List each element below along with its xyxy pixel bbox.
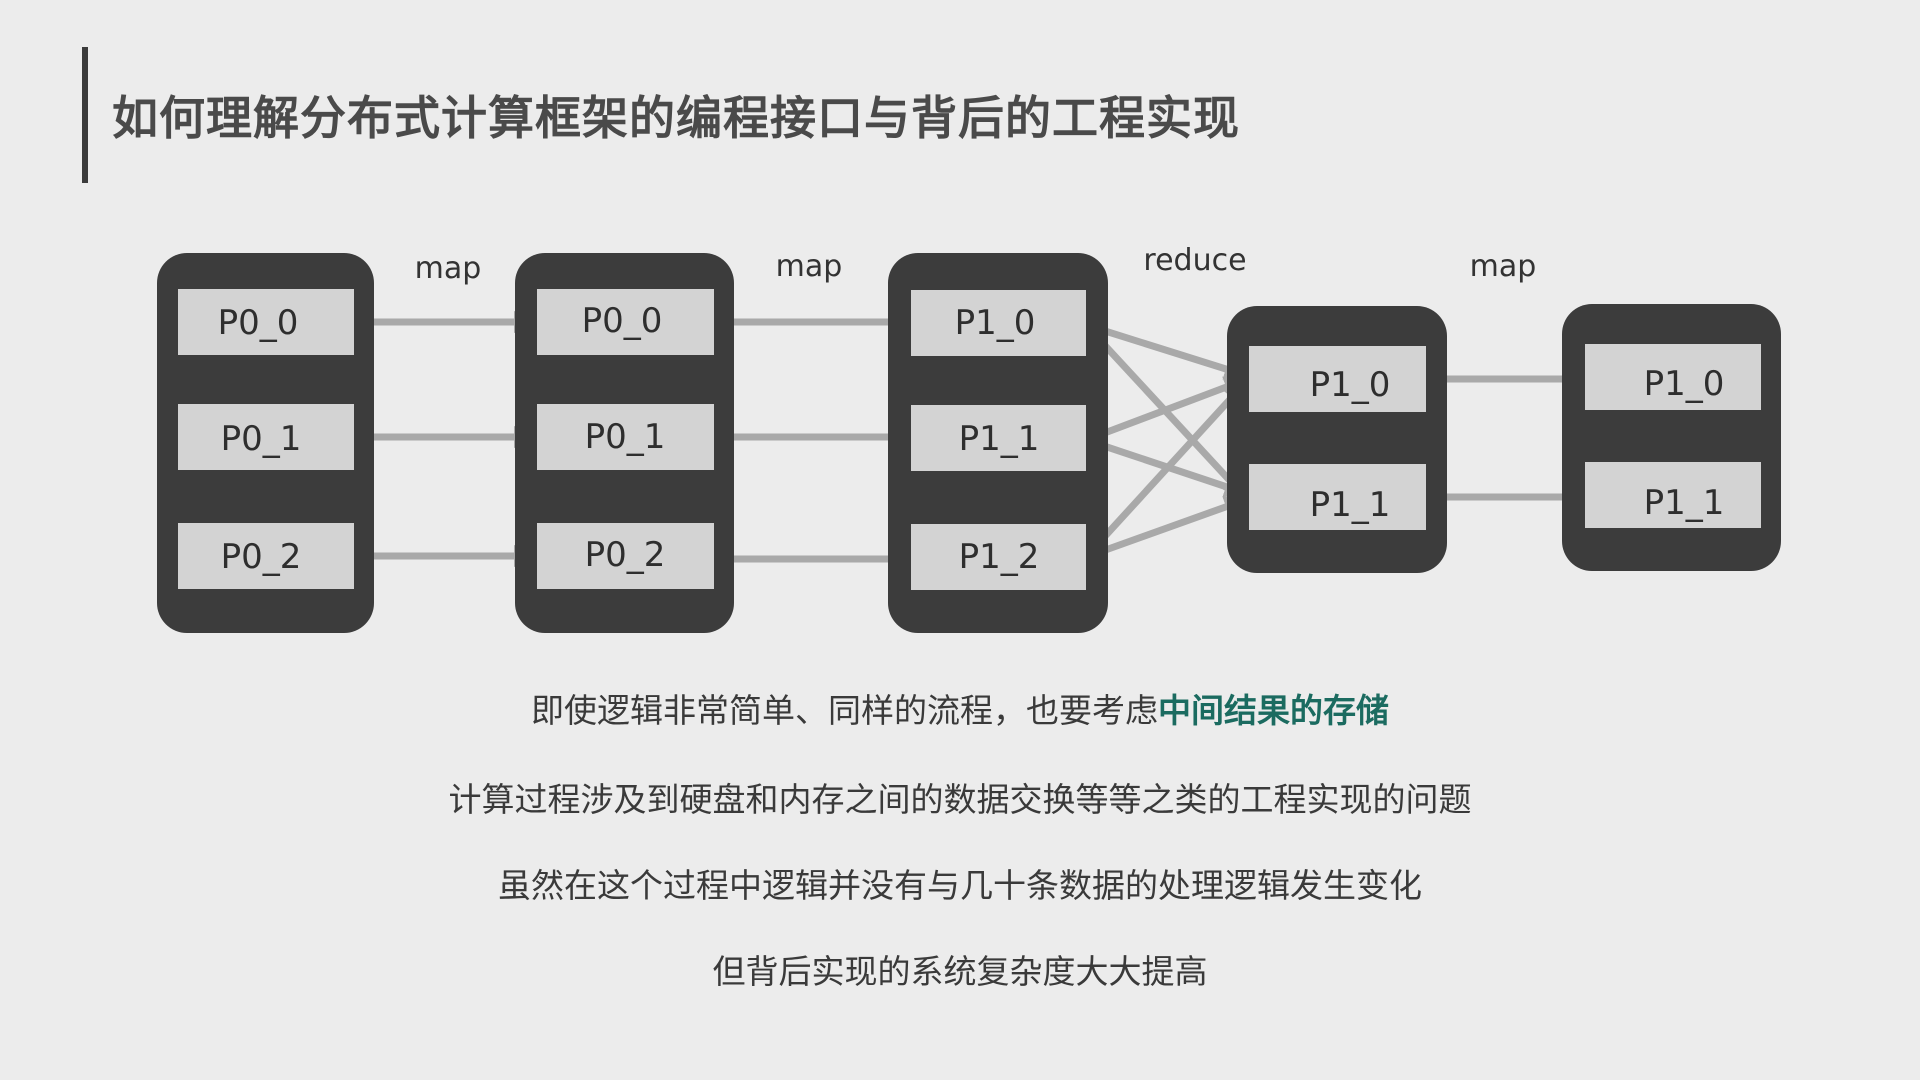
partition-box [537, 289, 714, 355]
partition-box [1249, 464, 1426, 530]
page-title: 如何理解分布式计算框架的编程接口与背后的工程实现 [112, 91, 1240, 145]
partition-label: P1_0 [955, 303, 1036, 343]
partition-box [1585, 462, 1761, 528]
partition-label: P1_2 [959, 537, 1040, 577]
caption-line-1-text: 即使逻辑非常简单、同样的流程，也要考虑 [531, 691, 1158, 730]
caption-line-4: 但背后实现的系统复杂度大大提高 [712, 952, 1208, 991]
stage-3: P1_0 P1_1 [1227, 306, 1447, 573]
partition-box [178, 523, 354, 589]
partition-label: P0_2 [221, 537, 302, 577]
arrow [1084, 376, 1248, 444]
partition-box [537, 404, 714, 470]
title-accent-bar [82, 47, 88, 183]
partition-box [537, 523, 714, 589]
stage-0: P0_0 P0_1 P0_2 [157, 253, 374, 633]
partition-box [911, 290, 1086, 356]
partition-label: P0_0 [582, 301, 663, 341]
partition-box [178, 404, 354, 470]
arrow [1083, 380, 1248, 560]
partition-box [1585, 344, 1761, 410]
partition-box [1249, 346, 1426, 412]
partition-label: P0_1 [221, 419, 302, 459]
arrows [354, 310, 1585, 571]
partition-box [178, 289, 354, 355]
stage-1: P0_0 P0_1 P0_2 [515, 253, 734, 633]
caption-line-1: 即使逻辑非常简单、同样的流程，也要考虑中间结果的存储 [0, 684, 1920, 732]
step-label-map-1: map [415, 251, 482, 286]
partition-label: P1_0 [1644, 364, 1725, 404]
partition-box [911, 405, 1086, 471]
partition-label: P0_1 [585, 417, 666, 457]
partition-label: P1_1 [959, 419, 1040, 459]
stage-2: P1_0 P1_1 P1_2 [888, 253, 1108, 633]
caption-line-3: 虽然在这个过程中逻辑并没有与几十条数据的处理逻辑发生变化 [498, 866, 1422, 905]
step-label-reduce: reduce [1143, 243, 1246, 278]
step-label-map-2: map [776, 249, 843, 284]
partition-label: P0_0 [218, 303, 299, 343]
partition-label: P0_2 [585, 535, 666, 575]
caption-highlight: 中间结果的存储 [1158, 691, 1389, 730]
partition-label: P1_1 [1644, 483, 1725, 523]
arrow [1084, 321, 1248, 380]
arrow [1084, 496, 1248, 561]
partition-box [911, 524, 1086, 590]
partition-label: P1_1 [1310, 485, 1391, 525]
step-label-map-3: map [1470, 249, 1537, 284]
partition-label: P1_0 [1310, 365, 1391, 405]
stage-4: P1_0 P1_1 [1562, 304, 1781, 571]
caption-line-2: 计算过程涉及到硬盘和内存之间的数据交换等等之类的工程实现的问题 [448, 780, 1472, 819]
